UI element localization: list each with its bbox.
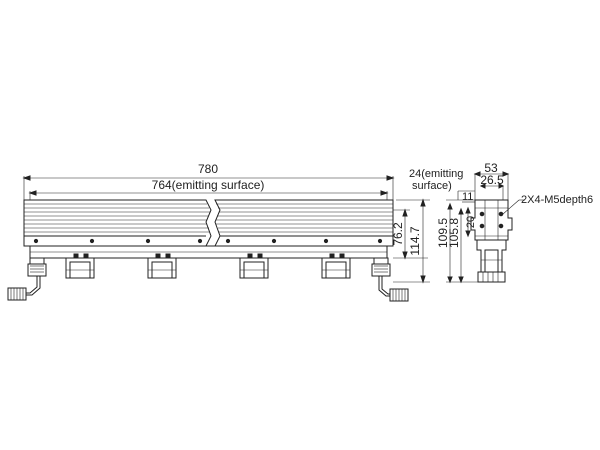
mount-brackets (65, 253, 351, 279)
emitting-length-label: 764(emitting surface) (152, 178, 265, 192)
side-v1-label: 20 (465, 216, 477, 228)
left-connector-cable (7, 257, 47, 301)
side-v2-label: 11 (462, 191, 473, 203)
side-h2-label: 105.8 (447, 218, 461, 248)
side-width-inner-label: 26.5 (480, 173, 504, 187)
overall-length-label: 780 (198, 162, 218, 176)
front-view: 780 764(emitting surface) (7, 162, 430, 302)
height-a-label: 76.2 (391, 222, 405, 246)
emitting-length-dimension: 764(emitting surface) (28, 178, 389, 200)
light-bar-body (23, 199, 394, 247)
tap-spec-label: 2X4-M5depth6 (521, 194, 593, 206)
height-b-label: 114.7 (408, 226, 422, 255)
emitting-width-label-line2: surface) (412, 180, 452, 192)
height-dimensions: 76.2 114.7 (391, 198, 430, 284)
overall-length-dimension: 780 (22, 162, 395, 200)
side-h1-label: 109.5 (436, 218, 450, 248)
side-width-label: 53 (484, 161, 498, 175)
side-view: 24(emitting surface) 53 26.5 (409, 161, 593, 284)
emitting-width-label-line1: 24(emitting (409, 168, 463, 180)
right-connector-cable (371, 257, 409, 302)
